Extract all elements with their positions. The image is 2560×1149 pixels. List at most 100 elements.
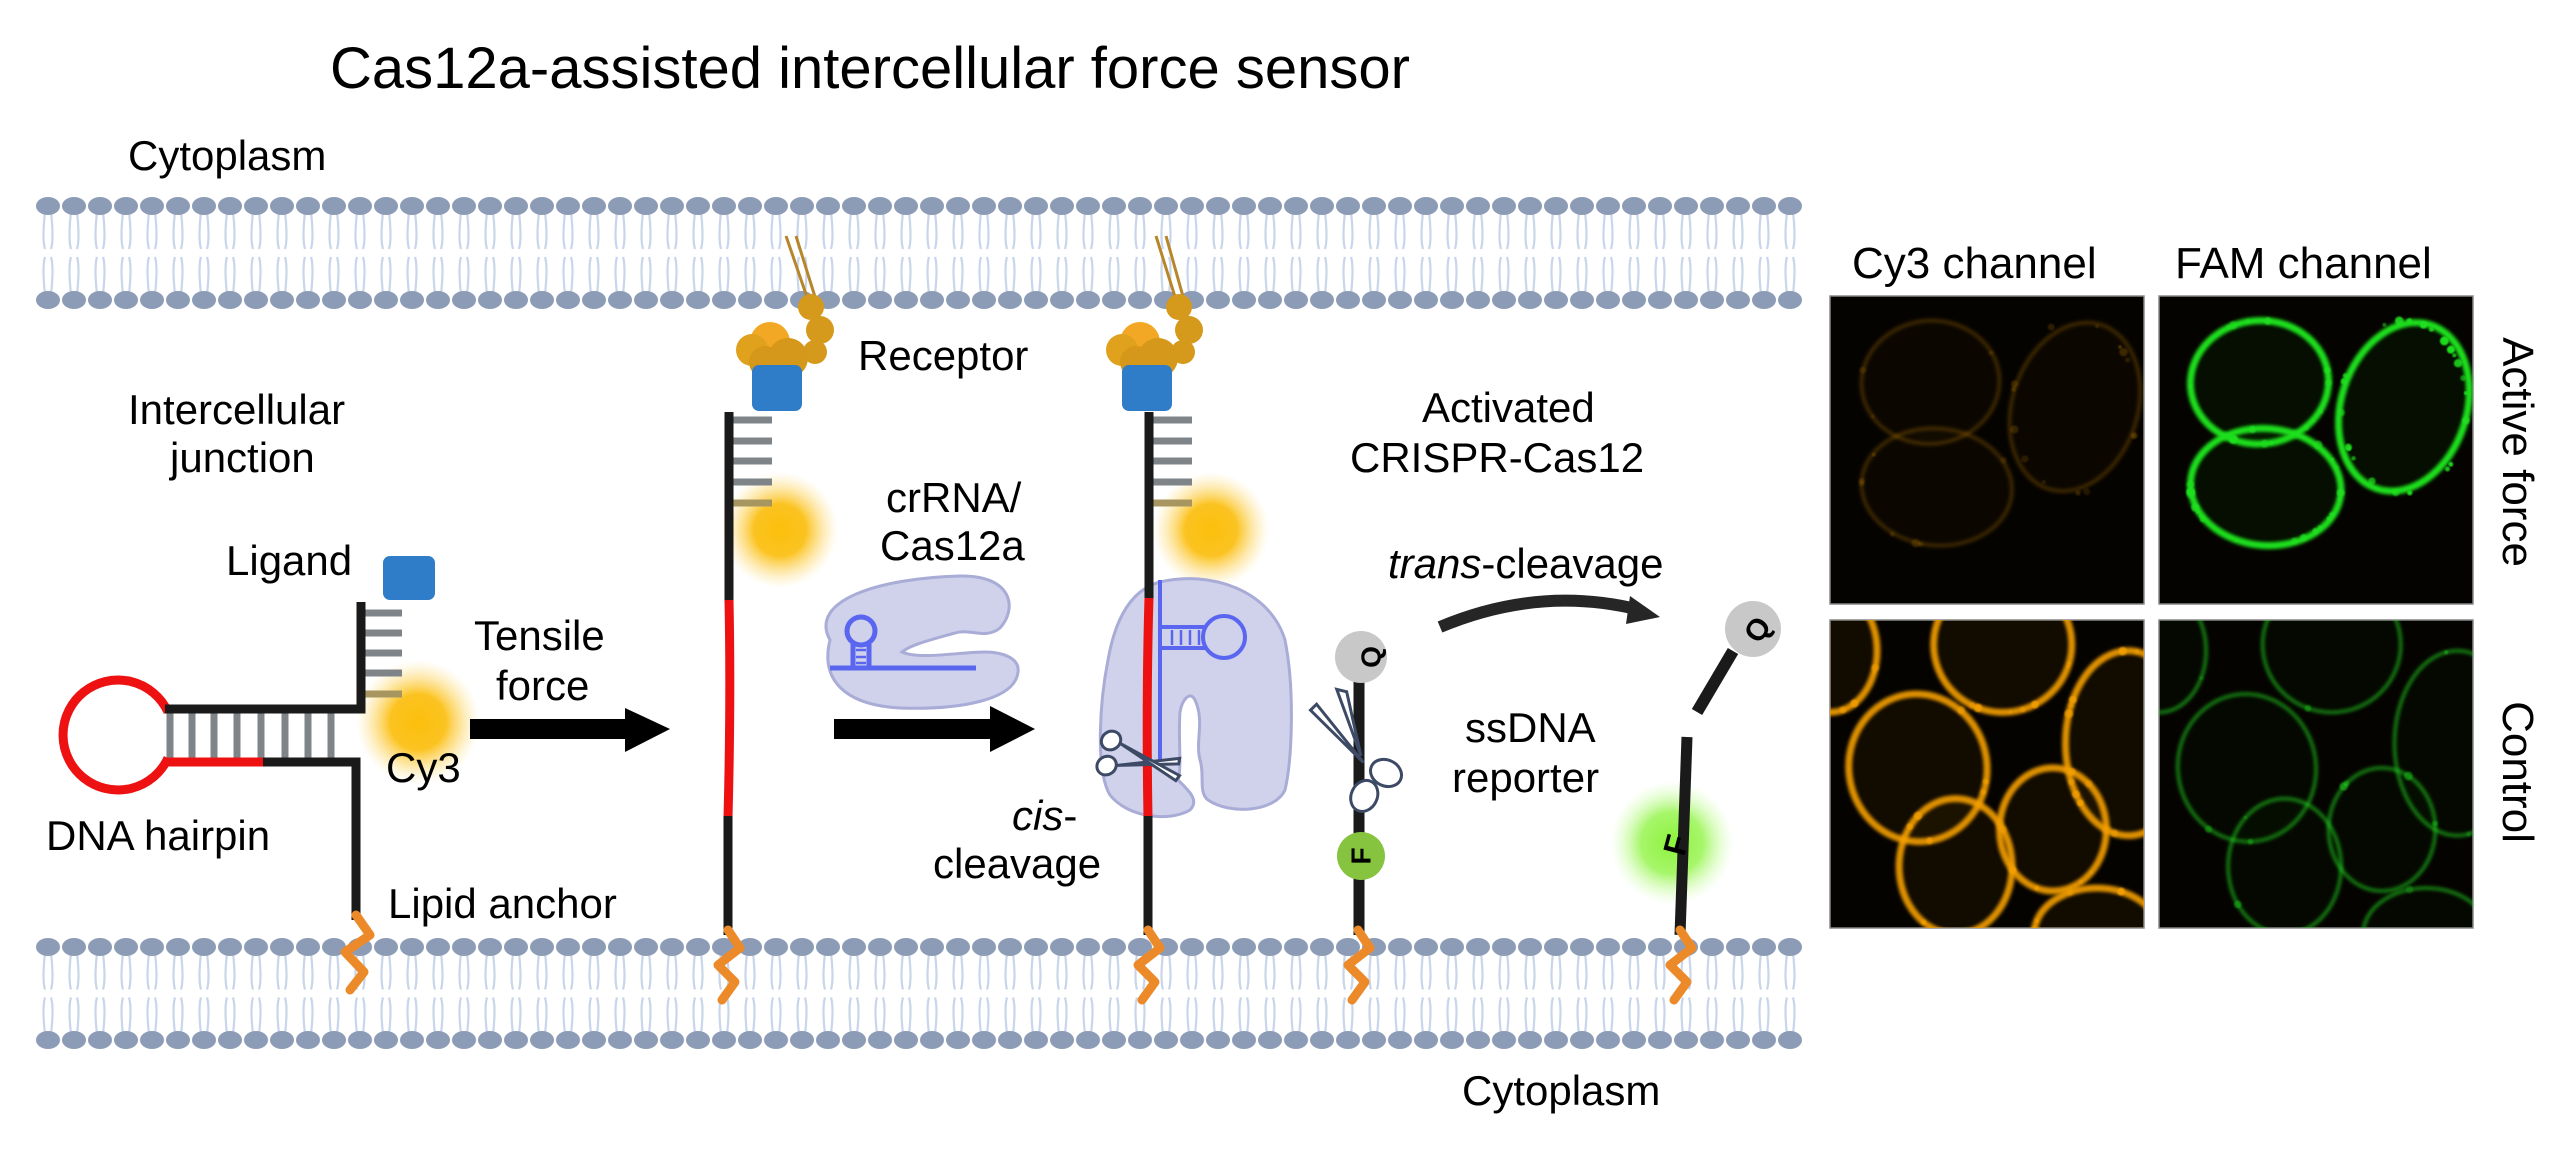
lipid-head bbox=[842, 291, 866, 309]
lipid-head bbox=[1674, 197, 1698, 215]
dna-strand-red bbox=[1142, 597, 1154, 819]
lipid-head bbox=[296, 1031, 320, 1049]
lipid-head bbox=[1414, 291, 1438, 309]
fluorescence-speckle bbox=[2204, 825, 2213, 833]
lipid-tail bbox=[1420, 952, 1432, 1035]
lipid-head bbox=[1596, 291, 1620, 309]
lipid-head bbox=[140, 197, 164, 215]
fluorescence-speckle bbox=[2342, 373, 2348, 379]
fluorescence-speckle bbox=[2406, 318, 2413, 324]
lipid-tail bbox=[1290, 952, 1302, 1035]
fluorescence-speckle bbox=[2067, 661, 2071, 666]
fluorescence-speckle bbox=[2077, 799, 2084, 807]
cis-italic: cis bbox=[1012, 792, 1063, 839]
lipid-tail bbox=[1446, 211, 1458, 295]
lipid-head bbox=[348, 197, 372, 215]
lipid-anchor-label: Lipid anchor bbox=[388, 880, 617, 927]
lipid-head bbox=[1336, 1031, 1360, 1049]
cell-outline bbox=[2335, 319, 2473, 495]
lipid-head bbox=[1232, 938, 1256, 956]
lipid-head bbox=[1388, 291, 1412, 309]
row-label-control: Control bbox=[2493, 701, 2542, 843]
lipid-head bbox=[1570, 291, 1594, 309]
lipid-head bbox=[426, 291, 450, 309]
crrna-cas12a-label-line1: crRNA/ bbox=[886, 474, 1022, 521]
lipid-head bbox=[218, 938, 242, 956]
lipid-head bbox=[400, 291, 424, 309]
fluorescence-speckle bbox=[2233, 900, 2242, 909]
cell-outline bbox=[1930, 620, 2076, 716]
lipid-head bbox=[1102, 1031, 1126, 1049]
ssdna-reporter-intact: Q F ssDNA reporter bbox=[1308, 631, 1599, 1005]
fluorescence-speckle bbox=[2269, 440, 2274, 446]
lipid-head bbox=[1232, 291, 1256, 309]
lipid-head bbox=[1778, 938, 1802, 956]
lipid-head bbox=[868, 938, 892, 956]
lipid-tail bbox=[328, 211, 340, 295]
lipid-tail bbox=[1134, 211, 1146, 295]
cell-outline bbox=[2175, 692, 2319, 844]
fluorescence-speckle bbox=[1999, 825, 2007, 834]
lipid-tail bbox=[42, 211, 54, 295]
fluorescence-speckle bbox=[2142, 958, 2151, 967]
crrna-cas12a-label-line2: Cas12a bbox=[880, 522, 1025, 569]
lipid-head bbox=[1466, 1031, 1490, 1049]
lipid-tail bbox=[978, 211, 990, 295]
lipid-head bbox=[88, 938, 112, 956]
cy3-glow bbox=[722, 472, 838, 588]
lipid-tail bbox=[822, 211, 834, 295]
lipid-tail bbox=[1654, 952, 1666, 1035]
fluorescence-speckle bbox=[2311, 419, 2315, 423]
trans-suffix: -cleavage bbox=[1481, 540, 1663, 587]
fluorescence-speckle bbox=[2324, 367, 2331, 374]
lipid-tail bbox=[1030, 211, 1042, 295]
lipid-tail bbox=[874, 952, 886, 1035]
lipid-head bbox=[1128, 197, 1152, 215]
lipid-tail bbox=[1186, 211, 1198, 295]
activated-crispr-label-line1: Activated bbox=[1422, 384, 1595, 431]
lipid-head bbox=[946, 1031, 970, 1049]
lipid-head bbox=[920, 291, 944, 309]
fluorescence-speckle bbox=[2089, 870, 2094, 874]
lipid-head bbox=[296, 291, 320, 309]
fluorescence-speckle bbox=[2149, 654, 2156, 661]
lipid-head bbox=[660, 1031, 684, 1049]
lipid-head bbox=[114, 291, 138, 309]
fluorescence-speckle bbox=[2325, 379, 2332, 387]
column-header-fam: FAM channel bbox=[2175, 239, 2432, 288]
fluorescence-speckle bbox=[1839, 706, 1847, 714]
lipid-head bbox=[1024, 1031, 1048, 1049]
lipid-tail bbox=[666, 211, 678, 295]
lipid-tail bbox=[510, 211, 522, 295]
lipid-tail bbox=[1394, 952, 1406, 1035]
ssdna-reporter-label-line2: reporter bbox=[1452, 754, 1599, 801]
lipid-head bbox=[686, 938, 710, 956]
lipid-tail bbox=[562, 211, 574, 295]
lipid-tail bbox=[1576, 952, 1588, 1035]
lipid-head bbox=[1674, 1031, 1698, 1049]
lipid-head bbox=[244, 1031, 268, 1049]
lipid-head bbox=[998, 1031, 1022, 1049]
lipid-head bbox=[1284, 197, 1308, 215]
lipid-tail bbox=[120, 952, 132, 1035]
lipid-head bbox=[218, 1031, 242, 1049]
lipid-head bbox=[1206, 291, 1230, 309]
fluorescence-speckle bbox=[2312, 527, 2319, 534]
fluorescence-speckle bbox=[2329, 512, 2335, 518]
lipid-tail bbox=[484, 952, 496, 1035]
fluorescence-speckle bbox=[1906, 823, 1914, 830]
lipid-tail bbox=[302, 952, 314, 1035]
fluorescence-speckle bbox=[2247, 838, 2254, 845]
lipid-head bbox=[686, 197, 710, 215]
trans-cleavage-arrow: trans-cleavage bbox=[1388, 540, 1663, 633]
fluorescence-speckle bbox=[1806, 592, 1812, 598]
lipid-tail bbox=[536, 211, 548, 295]
fluorescence-speckle bbox=[1871, 452, 1876, 457]
lipid-tail bbox=[1238, 211, 1250, 295]
column-header-cy3: Cy3 channel bbox=[1852, 239, 2097, 288]
fluorescence-speckle bbox=[2245, 319, 2251, 324]
lipid-head bbox=[114, 1031, 138, 1049]
lipid-head bbox=[218, 197, 242, 215]
cis-cleavage-label-line2: cleavage bbox=[933, 840, 1101, 887]
lipid-head bbox=[1310, 197, 1334, 215]
